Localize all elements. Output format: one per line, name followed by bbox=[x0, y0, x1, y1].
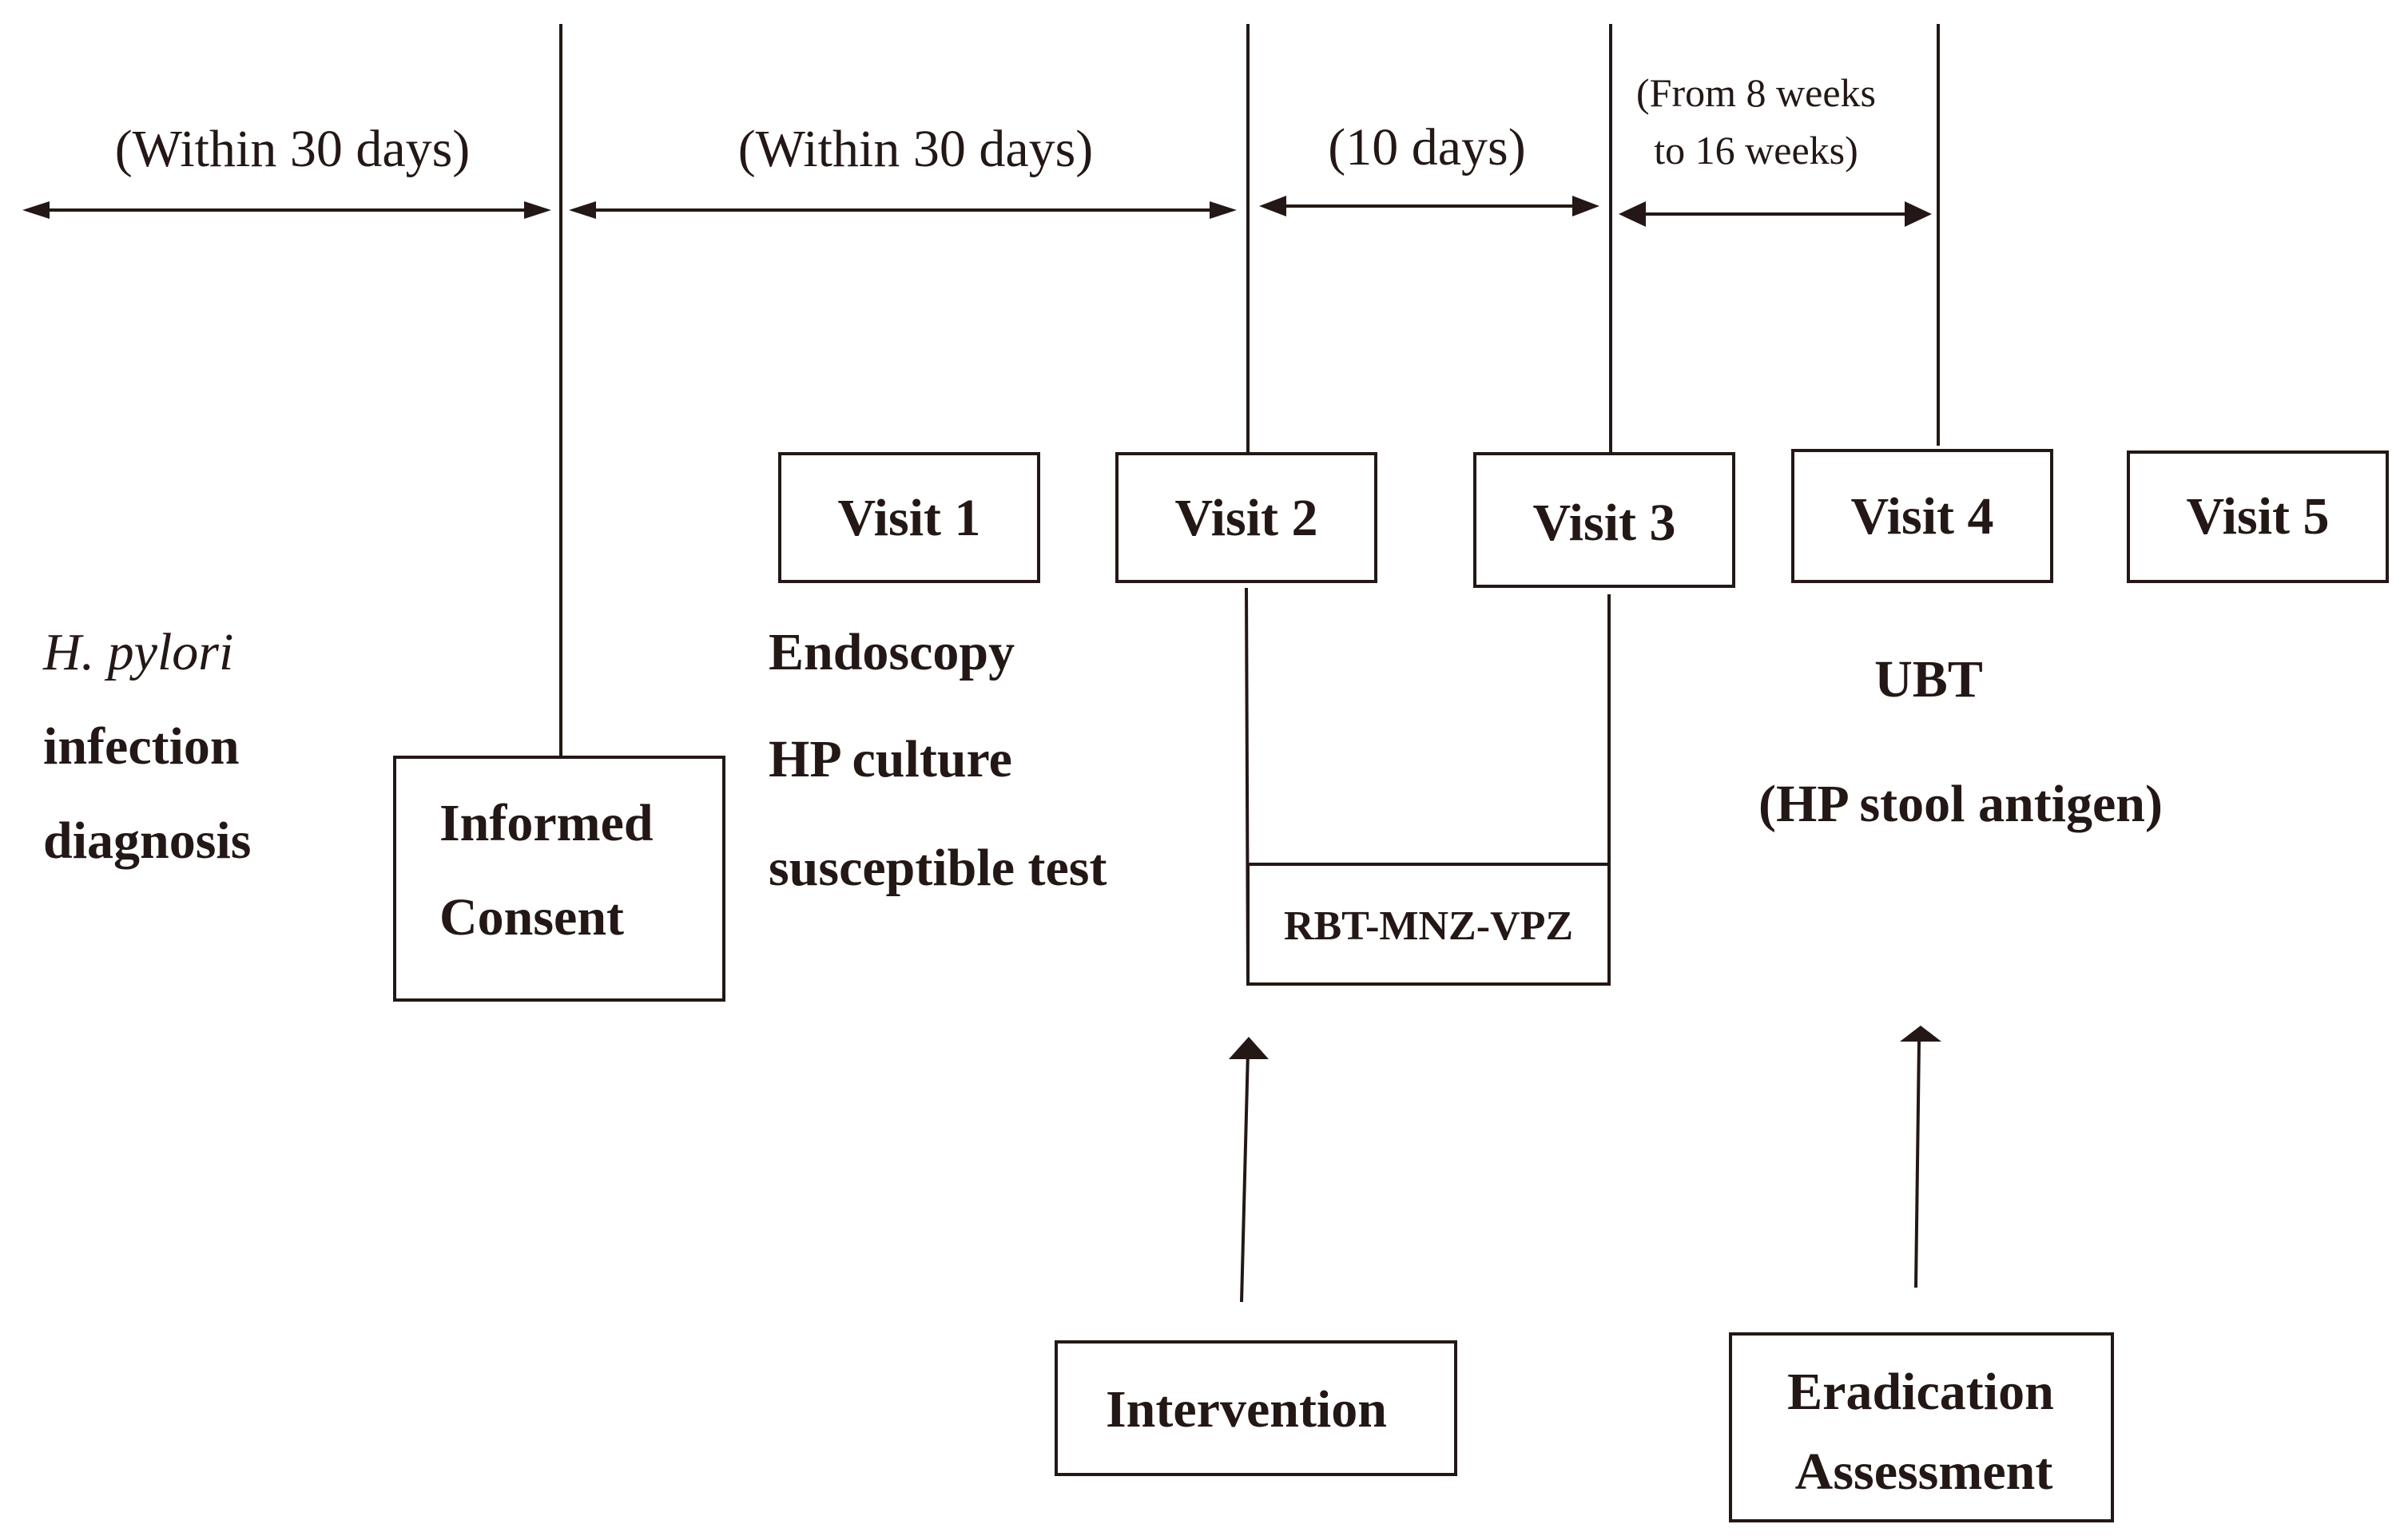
visit-1-procedure-2: HP culture bbox=[769, 730, 1012, 788]
consent-line-2: Consent bbox=[439, 888, 624, 947]
diagnosis-line-3: diagnosis bbox=[43, 812, 251, 870]
eradication-line-2: Assessment bbox=[1795, 1443, 2053, 1501]
visit-1-box: Visit 1 bbox=[778, 452, 1040, 583]
interval-label-consent-to-visit2: (Within 30 days) bbox=[738, 120, 1094, 178]
interval-label-visit3-to-visit4-line1: (From 8 weeks bbox=[1636, 70, 1876, 115]
consent-line-1: Informed bbox=[439, 794, 654, 852]
interval-label-visit2-to-visit3: (10 days) bbox=[1328, 118, 1525, 177]
interval-arrow-visit2-to-visit3 bbox=[1259, 196, 1599, 216]
eradication-line-1: Eradication bbox=[1787, 1363, 2054, 1421]
eradication-arrow bbox=[1900, 1026, 1941, 1288]
visit-2-box: Visit 2 bbox=[1115, 452, 1377, 583]
visit-4-label: Visit 4 bbox=[1850, 487, 1993, 546]
visit-3-box: Visit 3 bbox=[1473, 452, 1735, 588]
visit-5-box: Visit 5 bbox=[2127, 450, 2389, 583]
visit-1-procedure-1: Endoscopy bbox=[769, 623, 1015, 681]
intervention-label: Intervention bbox=[1106, 1380, 1387, 1439]
visit-1-procedure-3: susceptible test bbox=[769, 839, 1107, 897]
interval-arrow-before-consent bbox=[22, 201, 551, 219]
interval-label-before-consent: (Within 30 days) bbox=[115, 120, 471, 178]
intervention-box: Intervention bbox=[1055, 1340, 1457, 1476]
visit-1-label: Visit 1 bbox=[837, 489, 980, 547]
regimen-label: RBT-MNZ-VPZ bbox=[1284, 903, 1573, 949]
informed-consent-box: Informed Consent bbox=[393, 756, 725, 1002]
regimen-box: RBT-MNZ-VPZ bbox=[1246, 863, 1611, 986]
interval-label-visit3-to-visit4-line2: to 16 weeks) bbox=[1654, 128, 1858, 173]
visit-4-box: Visit 4 bbox=[1791, 449, 2053, 583]
assessment-test-1: UBT bbox=[1874, 650, 1983, 708]
visit-2-label: Visit 2 bbox=[1174, 489, 1317, 547]
intervention-arrow bbox=[1229, 1037, 1269, 1303]
visit-3-label: Visit 3 bbox=[1532, 494, 1675, 552]
assessment-test-2: (HP stool antigen) bbox=[1758, 775, 2163, 833]
visit-5-label: Visit 5 bbox=[2186, 487, 2329, 546]
diagnosis-organism: H. pylori bbox=[42, 623, 233, 681]
eradication-assessment-box: Eradication Assessment bbox=[1729, 1332, 2114, 1522]
interval-arrow-visit3-to-visit4 bbox=[1619, 201, 1932, 227]
interval-arrow-consent-to-visit2 bbox=[569, 201, 1237, 219]
diagnosis-line-2: infection bbox=[43, 717, 240, 776]
